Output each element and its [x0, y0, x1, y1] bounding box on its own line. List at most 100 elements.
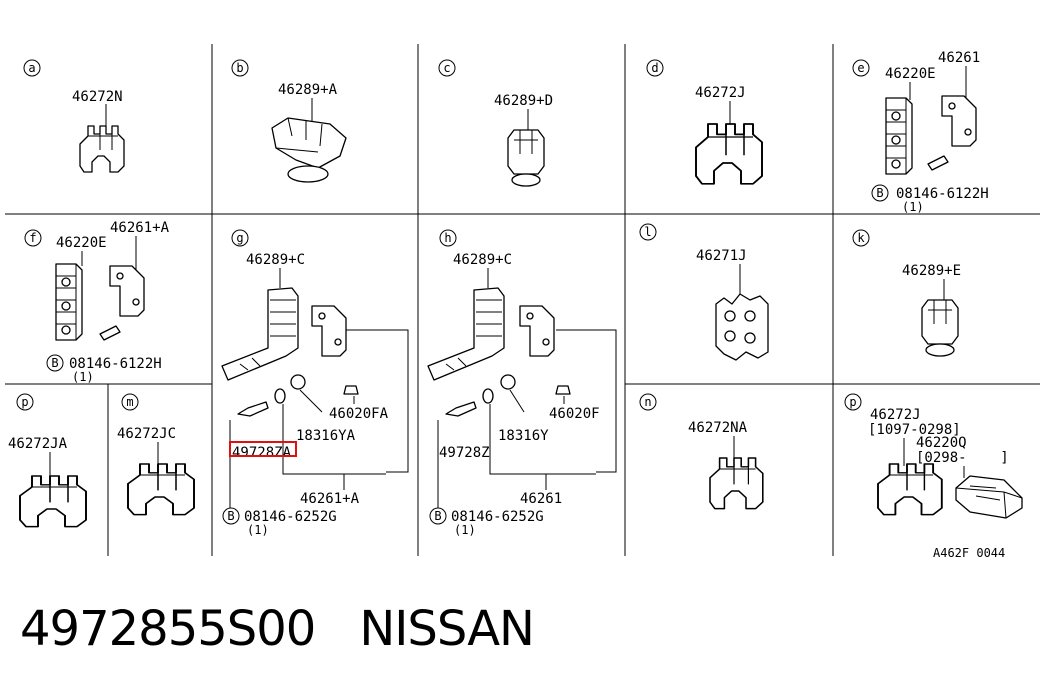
- part-label: 46271J: [696, 248, 747, 264]
- clip-part: [221, 287, 299, 381]
- bolt-marker: B: [227, 509, 234, 523]
- part-label-clip: 46220E: [885, 66, 936, 82]
- part-label-2: 46220Q: [916, 435, 967, 451]
- part-label-top: 46261+A: [110, 220, 170, 236]
- grommet-part: [343, 385, 359, 395]
- panel-n: n 46272NA: [639, 393, 764, 510]
- brand-name: NISSAN: [359, 601, 535, 657]
- bracket-part: [519, 305, 555, 357]
- footer: 4972855S00 NISSAN: [20, 598, 1020, 660]
- part-label: 46272J: [695, 85, 746, 101]
- panel-e: e 46261 46220E B 08146-6122H (1): [852, 50, 989, 214]
- washer-part: [500, 374, 516, 390]
- clip-part: [715, 293, 769, 361]
- panel-h: h 46289+C 46020F 18316Y 49728Z 46261 B 0…: [427, 229, 617, 537]
- panel-letter: a: [28, 61, 35, 75]
- highlight-box: [229, 441, 297, 457]
- panel-letter-circle: [23, 59, 41, 77]
- grommet-part: [555, 385, 571, 395]
- panel-m: m 46272JC: [117, 393, 195, 516]
- bolt-label: 08146-6122H: [69, 356, 162, 372]
- bracket-part: [109, 265, 145, 317]
- bolt-label: 08146-6122H: [896, 186, 989, 202]
- qty-label: (1): [902, 200, 924, 214]
- range-label-2: [0298- ]: [916, 450, 1009, 466]
- panel-letter: d: [651, 61, 658, 75]
- washer-label: 18316YA: [296, 428, 356, 444]
- panel-g: g 46289+C 46020FA 18316YA 49728ZA 46261+…: [221, 229, 409, 537]
- panel-letter: b: [236, 61, 243, 75]
- panel-p-left: p 46272JA: [8, 393, 87, 528]
- part-number: 4972855S00: [20, 601, 316, 657]
- part-label: 46289+E: [902, 263, 961, 279]
- qty-label: (1): [247, 523, 269, 537]
- bolt-small-label: 49728ZA: [232, 445, 292, 461]
- panel-letter: c: [443, 61, 450, 75]
- clip-part: [19, 475, 87, 528]
- bolt-part: [927, 155, 949, 171]
- clip-part: [79, 125, 125, 173]
- panel-a: a 46272N: [23, 59, 125, 173]
- bracket-part: [941, 95, 977, 147]
- bolt-label: 08146-6252G: [244, 509, 337, 525]
- parts-diagram: a 46272N b 46289+A c 46289+D d 46272J e …: [5, 44, 1040, 560]
- qty-label: (1): [454, 523, 476, 537]
- bracket-label: 46261+A: [300, 491, 360, 507]
- bolt-marker: B: [434, 509, 441, 523]
- clip-part: [695, 123, 763, 185]
- part-label: 46272NA: [688, 420, 748, 436]
- clip-part: [507, 129, 545, 187]
- bolt-small-label: 49728Z: [439, 445, 490, 461]
- part-label-1: 46272J: [870, 407, 921, 423]
- bolt-label: 08146-6252G: [451, 509, 544, 525]
- clip-part: [127, 463, 195, 516]
- part-label: 46272JC: [117, 426, 176, 442]
- panel-letter: g: [236, 231, 243, 245]
- panel-letter: k: [857, 231, 865, 245]
- grid-lines: [5, 44, 1040, 556]
- part-label: 46289+A: [278, 82, 338, 98]
- clip-part: [877, 463, 943, 516]
- clip-part: [709, 457, 764, 510]
- panel-c: c 46289+D: [438, 59, 553, 187]
- bolt-marker: B: [51, 356, 58, 370]
- panel-letter: n: [644, 395, 651, 409]
- part-label-clip: 46289+C: [453, 252, 512, 268]
- panel-l: l 46271J: [639, 223, 769, 361]
- part-label: 46272N: [72, 89, 123, 105]
- part-label-clip: 46220E: [56, 235, 107, 251]
- part-label: 46289+D: [494, 93, 553, 109]
- panel-d: d 46272J: [646, 59, 763, 185]
- panel-letter: e: [857, 61, 864, 75]
- grommet-label: 46020F: [549, 406, 600, 422]
- panel-p-right: p 46272J [1097-0298] 46220Q [0298- ]: [844, 393, 1023, 519]
- clip-part-2: [955, 475, 1023, 519]
- bolt-small-part: [237, 401, 269, 417]
- panel-f: f 46220E 46261+A B 08146-6122H (1): [24, 220, 170, 384]
- panel-letter: l: [644, 225, 651, 239]
- panel-letter: f: [29, 231, 36, 245]
- clip-part: [271, 117, 347, 169]
- bracket-part: [311, 305, 347, 357]
- panel-k: k 46289+E: [852, 229, 961, 357]
- grommet-label: 46020FA: [329, 406, 389, 422]
- clip-part: [885, 97, 913, 175]
- range-label-1: [1097-0298]: [868, 422, 961, 438]
- part-label-top: 46261: [938, 50, 980, 66]
- clip-part: [55, 263, 83, 341]
- panel-b: b 46289+A: [231, 59, 347, 183]
- panel-letter: p: [849, 395, 856, 409]
- washer-part: [290, 374, 306, 390]
- bracket-label: 46261: [520, 491, 562, 507]
- clip-part: [427, 287, 505, 381]
- part-label-clip: 46289+C: [246, 252, 305, 268]
- bolt-part: [99, 325, 121, 341]
- panel-letter: p: [21, 395, 28, 409]
- bolt-small-part: [445, 401, 477, 417]
- washer-label: 18316Y: [498, 428, 549, 444]
- panel-letter: m: [126, 395, 133, 409]
- panel-letter: h: [444, 231, 451, 245]
- bolt-marker: B: [876, 186, 883, 200]
- qty-label: (1): [72, 370, 94, 384]
- clip-part: [921, 299, 959, 357]
